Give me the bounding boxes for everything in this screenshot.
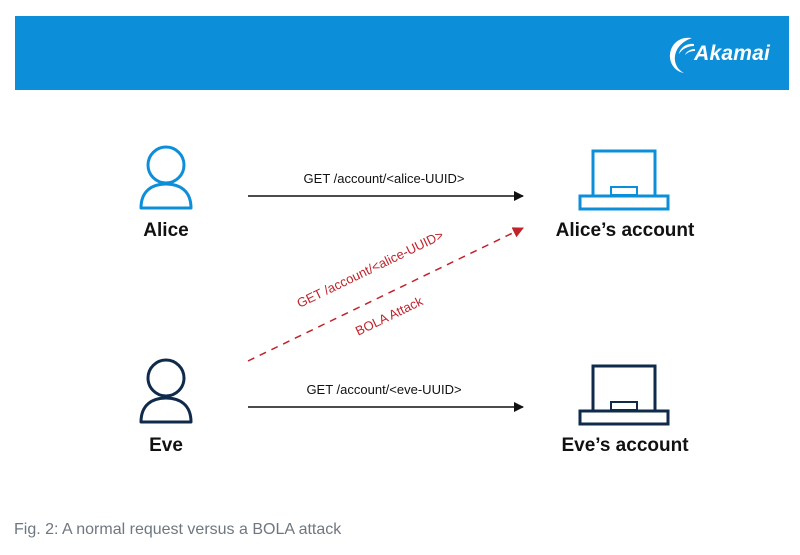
alice-request-label: GET /account/<alice-UUID>	[304, 171, 465, 186]
akamai-logo: Akamai	[666, 34, 770, 74]
header-banner	[15, 16, 789, 90]
eve-person-icon	[139, 358, 193, 424]
bola-attack-request-label: GET /account/<alice-UUID>	[294, 227, 445, 311]
figure-caption: Fig. 2: A normal request versus a BOLA a…	[14, 521, 342, 538]
eve-label: Eve	[149, 435, 183, 456]
alice-account-label: Alice’s account	[555, 220, 695, 241]
logo-text: Akamai	[694, 42, 770, 65]
alice-laptop-icon	[578, 149, 670, 211]
eve-account-label: Eve’s account	[561, 435, 689, 456]
alice-person-icon	[139, 145, 193, 210]
eve-request-label: GET /account/<eve-UUID>	[306, 382, 461, 397]
akamai-wave-icon	[670, 37, 696, 73]
bola-attack-arrow	[247, 227, 524, 362]
eve-laptop-icon	[578, 364, 670, 426]
bola-attack-label: BOLA Attack	[353, 293, 426, 338]
alice-label: Alice	[143, 220, 189, 241]
